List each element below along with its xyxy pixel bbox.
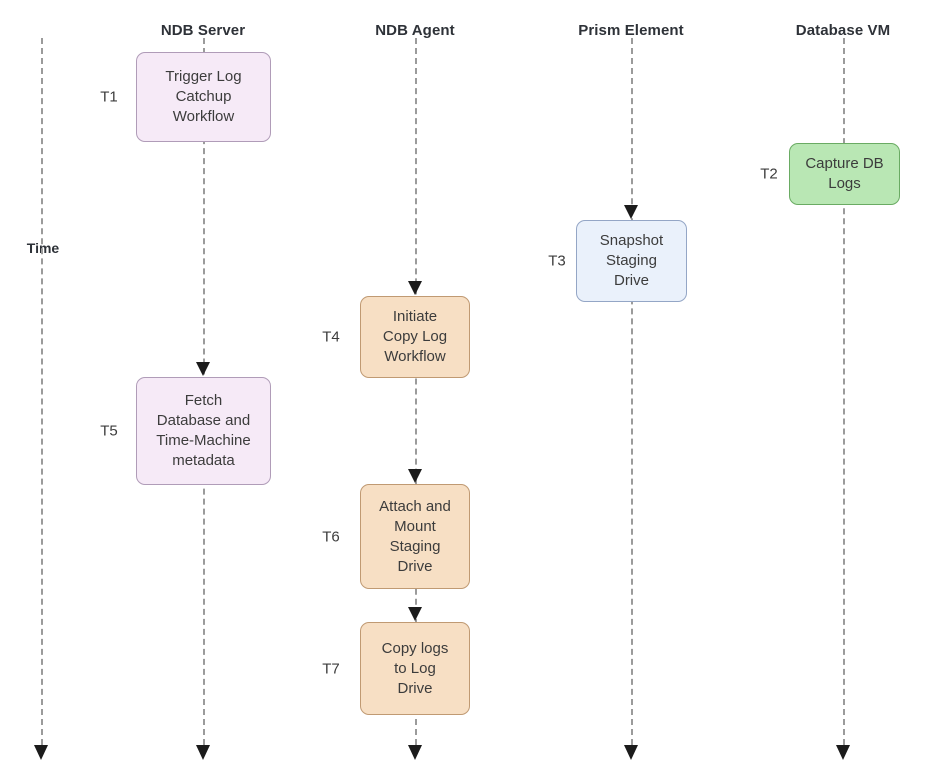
message-arrow-to-t6 bbox=[408, 469, 422, 483]
activity-box-t4[interactable]: Initiate Copy Log Workflow bbox=[360, 296, 470, 378]
step-label-t2: T2 bbox=[760, 165, 778, 183]
step-label-t4: T4 bbox=[322, 328, 340, 346]
step-label-t6: T6 bbox=[322, 528, 340, 546]
lifeline-ndb-agent bbox=[415, 38, 417, 745]
message-arrow-to-t3 bbox=[624, 205, 638, 219]
lifeline-time bbox=[41, 38, 43, 745]
activity-box-t2[interactable]: Capture DB Logs bbox=[789, 143, 900, 205]
activity-box-t7[interactable]: Copy logs to Log Drive bbox=[360, 622, 470, 715]
step-label-t7: T7 bbox=[322, 660, 340, 678]
lifeline-end-arrow-ndb-server bbox=[196, 745, 210, 760]
activity-box-t3-label: Snapshot Staging Drive bbox=[599, 232, 664, 289]
lane-header-ndb-agent: NDB Agent bbox=[375, 22, 455, 39]
lifeline-end-arrow-prism-element bbox=[624, 745, 638, 760]
step-label-t1: T1 bbox=[100, 88, 118, 106]
activity-box-t2-label: Capture DB Logs bbox=[805, 155, 884, 192]
lifeline-end-arrow-ndb-agent bbox=[408, 745, 422, 760]
message-arrow-to-t7 bbox=[408, 607, 422, 621]
lifeline-end-arrow-time bbox=[34, 745, 48, 760]
activity-box-t6[interactable]: Attach and Mount Staging Drive bbox=[360, 484, 470, 589]
message-arrow-to-t4 bbox=[408, 281, 422, 295]
activity-box-t3[interactable]: Snapshot Staging Drive bbox=[576, 220, 687, 302]
step-label-t5: T5 bbox=[100, 422, 118, 440]
activity-box-t5[interactable]: Fetch Database and Time-Machine metadata bbox=[136, 377, 271, 485]
step-label-t3: T3 bbox=[548, 252, 566, 270]
activity-box-t6-label: Attach and Mount Staging Drive bbox=[379, 497, 451, 575]
message-arrow-to-t5 bbox=[196, 362, 210, 376]
lifeline-database-vm bbox=[843, 38, 845, 745]
activity-box-t1[interactable]: Trigger Log Catchup Workflow bbox=[136, 52, 271, 142]
activity-box-t4-label: Initiate Copy Log Workflow bbox=[382, 308, 448, 365]
activity-box-t7-label: Copy logs to Log Drive bbox=[381, 639, 449, 697]
time-axis-label: Time bbox=[26, 240, 60, 256]
lifeline-prism-element bbox=[631, 38, 633, 745]
lane-header-database-vm: Database VM bbox=[795, 22, 891, 39]
activity-box-t1-label: Trigger Log Catchup Workflow bbox=[165, 68, 242, 125]
lane-header-prism-element: Prism Element bbox=[578, 22, 684, 39]
lane-header-ndb-server: NDB Server bbox=[160, 22, 246, 39]
activity-box-t5-label: Fetch Database and Time-Machine metadata bbox=[156, 392, 251, 469]
lifeline-end-arrow-database-vm bbox=[836, 745, 850, 760]
